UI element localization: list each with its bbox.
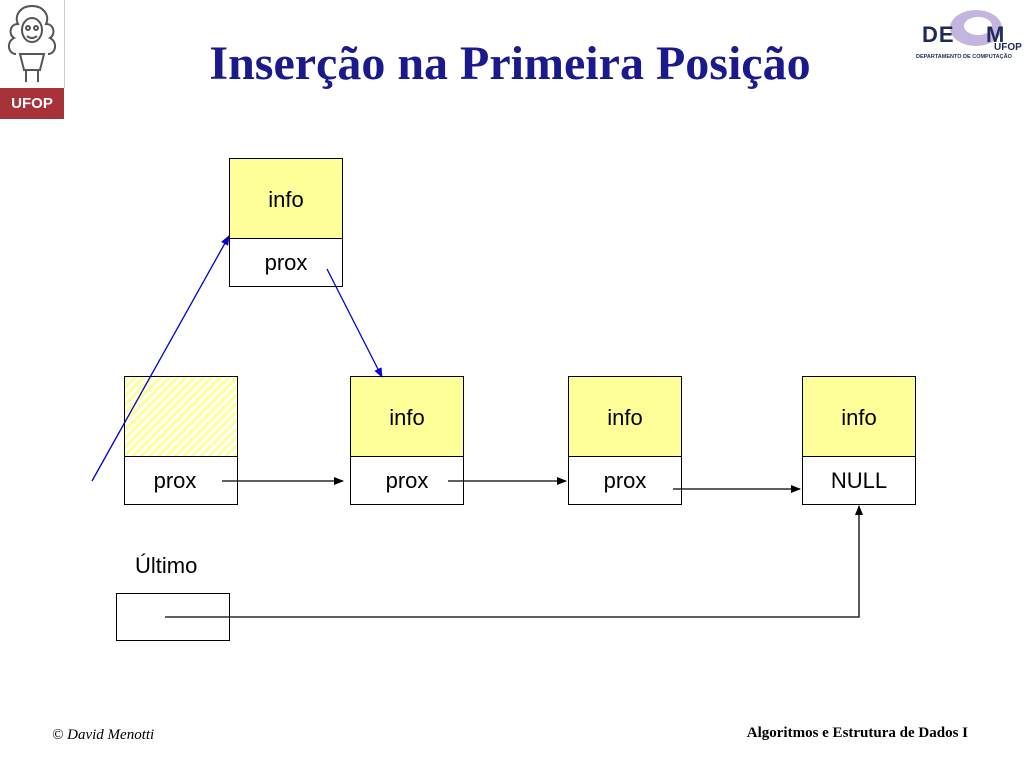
ufop-emblem-icon [0,0,65,88]
ufop-logo: UFOP [0,0,65,119]
slide-title: Inserção na Primeira Posição [209,37,811,90]
node-1-info-cell: info [350,376,464,457]
node-2-info-cell: info [568,376,682,457]
decom-ufop: UFOP [994,42,1022,53]
node-3-prox-cell: NULL [802,457,916,505]
ultimo-pointer-box [116,593,230,641]
node-1-prox-cell: prox [350,457,464,505]
ufop-label: UFOP [0,88,64,119]
footer-course: Algoritmos e Estrutura de Dados I [746,725,968,741]
head-node-prox-cell: prox [124,457,238,505]
node-2-prox-cell: prox [568,457,682,505]
decom-text-m: M [986,22,1005,47]
new-node-prox-cell: prox [229,239,343,287]
decom-subtitle: DEPARTAMENTO DE COMPUTAÇÃO [916,54,1012,60]
ultimo-label: Último [135,553,198,578]
decom-logo: DE M UFOP DEPARTAMENTO DE COMPUTAÇÃO [914,4,1022,64]
decom-text: DE [922,22,955,47]
new-node-info-cell: info [229,158,343,239]
decom-swirl-icon [950,10,1002,46]
head-node-hatched-cell [124,376,238,457]
node-3-info-cell: info [802,376,916,457]
footer-author: © David Menotti [52,727,155,743]
ultimo-arrow-to-last-node [165,505,863,618]
